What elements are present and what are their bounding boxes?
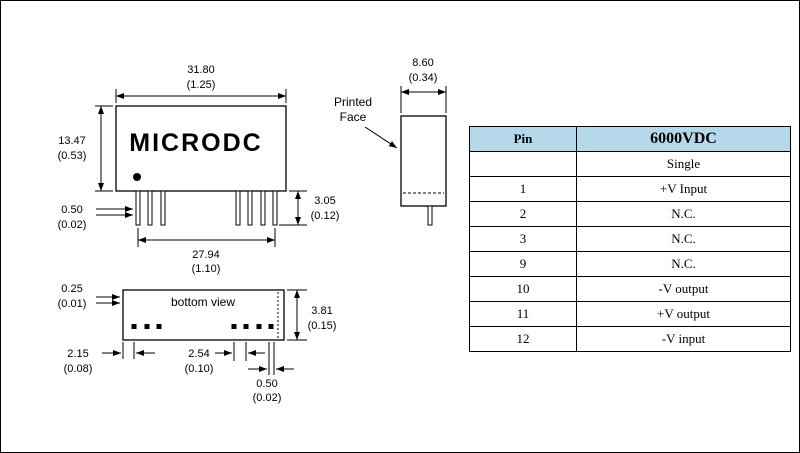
dimension-pin-pitch: 2.54 (0.10) (185, 342, 265, 375)
pin-pad (268, 324, 274, 329)
dim-value-in: (0.15) (308, 320, 337, 332)
pin-pad (243, 324, 249, 329)
pin-function-table: Pin 6000VDC Single 1 +V Input 2 N.C. 3 N… (469, 126, 791, 352)
dim-value-mm: 13.47 (58, 135, 86, 147)
dim-value-in: (0.01) (58, 298, 87, 310)
dim-value-in: (1.10) (192, 263, 221, 275)
dim-value-in: (0.02) (58, 219, 87, 231)
pin-number-cell: 3 (469, 226, 577, 252)
dimension-pin-width: 0.50 (0.02) (58, 204, 133, 231)
pin-lead (427, 205, 433, 226)
table-row: 2 N.C. (469, 201, 791, 227)
table-subheader-row: Single (469, 151, 791, 177)
pin-function-cell: N.C. (576, 251, 791, 277)
dim-value-in: (0.02) (253, 392, 282, 404)
pin-lead (160, 190, 166, 226)
pin-number-cell (469, 151, 577, 177)
front-view: MICRODC (115, 105, 287, 226)
dimension-body-depth: 8.60 (0.34) (400, 57, 447, 113)
dim-value-mm: 0.50 (61, 204, 82, 216)
pin-pad (156, 324, 162, 329)
pin-pad (231, 324, 237, 329)
pin-number-cell: 12 (469, 326, 577, 352)
pin-function-cell: -V input (576, 326, 791, 352)
dimension-pin-span: 27.94 (1.10) (137, 228, 276, 275)
dim-value-mm: 27.94 (192, 249, 220, 261)
dim-value-mm: 0.25 (61, 283, 82, 295)
pin-lead (247, 190, 253, 226)
package-body (115, 105, 287, 192)
bottom-view: bottom view (122, 289, 285, 341)
dim-value-mm: 3.81 (311, 305, 332, 317)
printed-face-label-line1: Printed (334, 95, 372, 109)
dimension-bottom-depth: 3.81 (0.15) (287, 289, 337, 341)
pin-column-header: Pin (469, 126, 577, 152)
pin-lead (135, 190, 141, 226)
leader-arrow (364, 126, 398, 149)
pin-function-cell: +V Input (576, 176, 791, 202)
bottom-view-pins (131, 324, 274, 329)
dim-value-in: (0.08) (64, 363, 93, 375)
pin-pad (144, 324, 150, 329)
dim-value-mm: 3.05 (314, 195, 335, 207)
table-row: 10 -V output (469, 276, 791, 302)
pin-number-cell: 11 (469, 301, 577, 327)
model-column-header: 6000VDC (576, 126, 791, 152)
pin-function-cell: +V output (576, 301, 791, 327)
pin-function-cell: Single (576, 151, 791, 177)
pin-lead (260, 190, 266, 226)
dimension-pin-length: 3.05 (0.12) (279, 190, 340, 226)
table-row: 9 N.C. (469, 251, 791, 277)
table-row: 3 N.C. (469, 226, 791, 252)
dim-value-mm: 2.54 (188, 348, 209, 360)
dimension-body-height: 13.47 (0.53) (58, 105, 113, 192)
pin-number-cell: 10 (469, 276, 577, 302)
pin1-indicator-dot (133, 173, 141, 181)
dim-value-mm: 0.50 (256, 378, 277, 390)
bottom-view-label: bottom view (171, 295, 235, 309)
dimension-pin-size: 0.50 (0.02) (248, 342, 294, 404)
pin-lead (272, 190, 278, 226)
table-row: 12 -V input (469, 326, 791, 352)
dim-value-in: (1.25) (187, 79, 216, 91)
table-header-row: Pin 6000VDC (469, 126, 791, 152)
table-row: 11 +V output (469, 301, 791, 327)
pin-pad (256, 324, 262, 329)
printed-face-label-line2: Face (340, 110, 367, 124)
dimension-edge-gap: 0.25 (0.01) (58, 283, 120, 310)
front-view-pins (135, 190, 278, 226)
pin-lead (235, 190, 241, 226)
dimension-body-width: 31.80 (1.25) (115, 64, 287, 103)
pin-pad (131, 324, 137, 329)
dim-value-mm: 8.60 (412, 57, 433, 69)
dimension-pin-offset: 2.15 (0.08) (64, 342, 155, 375)
table-row: 1 +V Input (469, 176, 791, 202)
bottom-view-outline (122, 289, 285, 341)
part-label: MICRODC (129, 129, 262, 157)
dim-value-in: (0.53) (58, 150, 87, 162)
pin-function-cell: N.C. (576, 201, 791, 227)
dim-value-mm: 2.15 (67, 348, 88, 360)
pin-number-cell: 9 (469, 251, 577, 277)
pin-lead (147, 190, 153, 226)
dim-value-in: (0.12) (311, 210, 340, 222)
pin-number-cell: 1 (469, 176, 577, 202)
pin-function-cell: -V output (576, 276, 791, 302)
dim-value-in: (0.10) (185, 363, 214, 375)
printed-face-callout: Printed Face (334, 95, 398, 149)
dim-value-mm: 31.80 (187, 64, 215, 76)
package-side-body (400, 115, 447, 207)
pin-number-cell: 2 (469, 201, 577, 227)
dim-value-in: (0.34) (409, 72, 438, 84)
side-view (400, 115, 447, 226)
pin-function-cell: N.C. (576, 226, 791, 252)
